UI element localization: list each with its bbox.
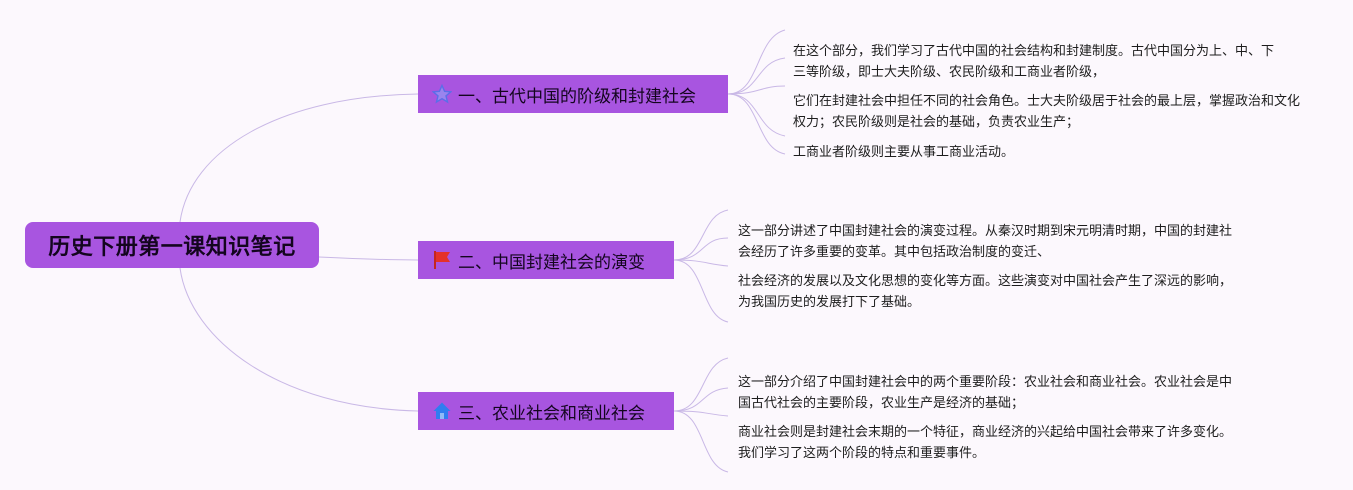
blue-house-icon [433, 402, 451, 419]
note-3-1: 这一部分介绍了中国封建社会中的两个重要阶段：农业社会和商业社会。农业社会是中国古… [738, 375, 1233, 411]
branch-topic-1[interactable]: 一、古代中国的阶级和封建社会 [418, 75, 728, 113]
note-3-2: 商业社会则是封建社会末期的一个特征，商业经济的兴起给中国社会带来了许多变化。我们… [738, 425, 1233, 461]
note-2-2: 社会经济的发展以及文化思想的变化等方面。这些演变对中国社会产生了深远的影响，为我… [738, 274, 1233, 310]
branch-title-2: 二、中国封建社会的演变 [458, 252, 645, 273]
branch-topic-2[interactable]: 二、中国封建社会的演变 [418, 241, 674, 279]
note-2-1: 这一部分讲述了中国封建社会的演变过程。从秦汉时期到宋元明清时期，中国的封建社会经… [738, 224, 1233, 260]
red-flag-icon [434, 251, 450, 269]
branch-topic-3[interactable]: 三、农业社会和商业社会 [418, 392, 674, 430]
branch-title-3: 三、农业社会和商业社会 [458, 403, 645, 424]
note-1-2: 它们在封建社会中担任不同的社会角色。士大夫阶级居于社会的最上层，掌握政治和文化权… [793, 94, 1301, 130]
note-1-3: 工商业者阶级则主要从事工商业活动。 [793, 145, 1015, 160]
root-topic[interactable]: 历史下册第一课知识笔记 [25, 222, 319, 268]
branch-title-1: 一、古代中国的阶级和封建社会 [458, 86, 696, 107]
root-title: 历史下册第一课知识笔记 [48, 235, 296, 260]
note-1-1: 在这个部分，我们学习了古代中国的社会结构和封建制度。古代中国分为上、中、下三等阶… [793, 44, 1275, 80]
star-outline-icon [432, 84, 452, 104]
